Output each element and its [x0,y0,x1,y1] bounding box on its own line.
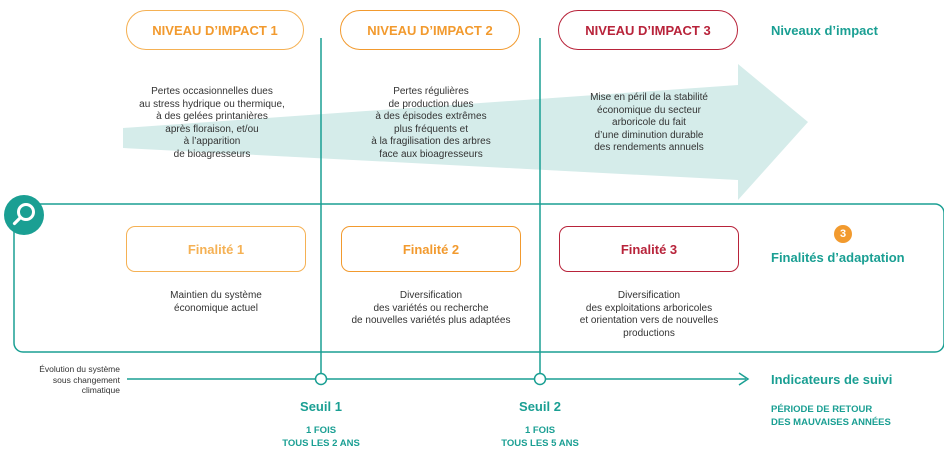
threshold-1-label: Seuil 1 [300,399,342,414]
threshold-1-frequency: 1 FOIS TOUS LES 2 ANS [282,425,360,449]
timeline-right-label: Indicateurs de suivi [771,372,893,387]
timeline-sublabel: PÉRIODE DE RETOUR DES MAUVAISES ANNÉES [771,404,891,428]
timeline-left-label: Évolution du système sous changement cli… [39,364,120,395]
finalite-2-description: Diversification des variétés ou recherch… [351,290,511,326]
threshold-node-2 [533,372,547,386]
adaptation-frame [13,203,944,353]
finalite-3-description: Diversification des exploitations arbori… [579,290,719,339]
finalite-3-box: Finalité 3 [559,226,739,272]
impact-level-1-pill: NIVEAU D’IMPACT 1 [126,10,304,50]
timeline-arrowhead [738,372,750,386]
impact-level-3-description: Mise en péril de la stabilité économique… [590,92,708,153]
impact-level-1-description: Pertes occasionnelles dues au stress hyd… [139,86,285,160]
threshold-2-frequency: 1 FOIS TOUS LES 5 ANS [501,425,579,449]
step-number-badge: 3 [834,225,852,243]
threshold-2-label: Seuil 2 [519,399,561,414]
impact-level-2-description: Pertes régulières de production dues à d… [371,86,491,160]
impact-level-2-pill: NIVEAU D’IMPACT 2 [340,10,520,50]
impact-levels-section-label: Niveaux d’impact [771,23,878,38]
finalite-2-box: Finalité 2 [341,226,521,272]
threshold-node-1 [314,372,328,386]
impact-progression-arrow [123,64,808,200]
finalite-1-box: Finalité 1 [126,226,306,272]
magnifier-icon [4,195,44,235]
impact-level-3-pill: NIVEAU D’IMPACT 3 [558,10,738,50]
adaptation-section-label: Finalités d’adaptation [771,250,905,265]
finalite-1-description: Maintien du système économique actuel [170,290,262,314]
